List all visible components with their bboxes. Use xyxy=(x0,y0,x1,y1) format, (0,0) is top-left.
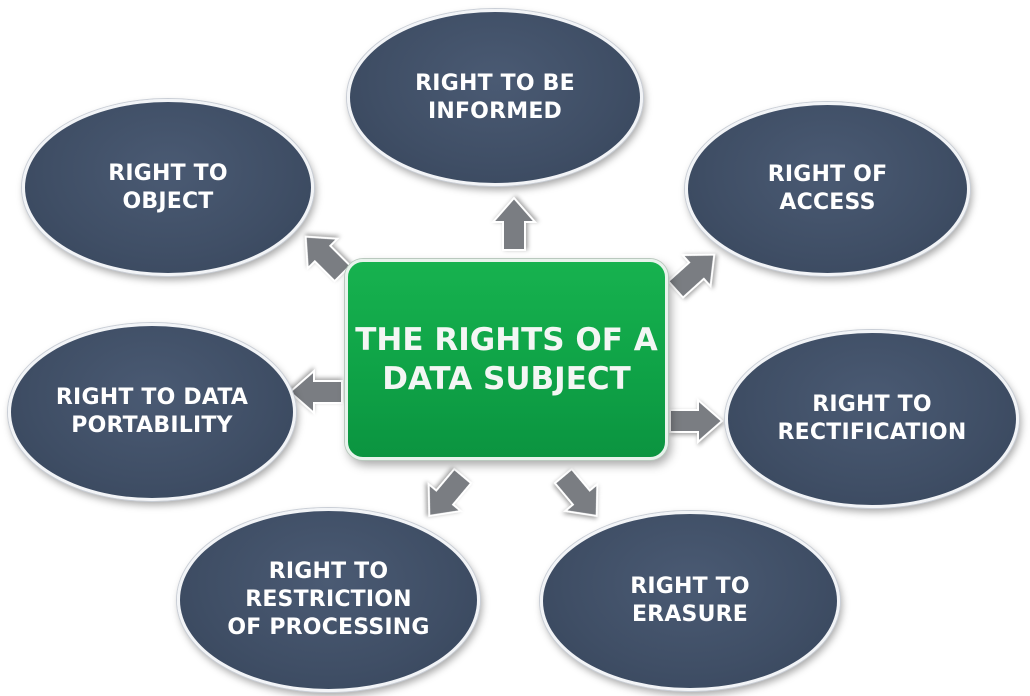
right-to-data-portability-label: RIGHT TO DATA PORTABILITY xyxy=(55,385,249,438)
oval-right-to-data-portability: RIGHT TO DATA PORTABILITY xyxy=(8,323,296,501)
arrow-to-restriction xyxy=(427,467,473,518)
oval-right-of-access: RIGHT OF ACCESS xyxy=(685,102,970,276)
right-to-rectification-label: RIGHT TO RECTIFICATION xyxy=(777,392,967,445)
oval-right-to-erasure: RIGHT TO ERASURE xyxy=(540,511,840,691)
arrow-to-access xyxy=(666,253,716,299)
arrow-to-erasure xyxy=(553,467,599,518)
center-title: THE RIGHTS OF A DATA SUBJECT xyxy=(355,321,658,397)
oval-right-to-be-informed: RIGHT TO BE INFORMED xyxy=(347,9,643,186)
arrow-to-rectification xyxy=(669,397,724,445)
right-to-object-label: RIGHT TO OBJECT xyxy=(108,160,228,214)
arrow-to-object xyxy=(304,235,352,283)
arrow-to-informed xyxy=(490,196,538,251)
arrow-to-portability xyxy=(288,368,343,416)
right-to-erasure-label: RIGHT TO ERASURE xyxy=(630,574,750,627)
oval-right-to-object: RIGHT TO OBJECT xyxy=(22,99,314,276)
right-to-restriction-label: RIGHT TO RESTRICTION OF PROCESSING xyxy=(227,559,430,640)
oval-right-to-restriction: RIGHT TO RESTRICTION OF PROCESSING xyxy=(177,508,480,692)
center-box: THE RIGHTS OF A DATA SUBJECT xyxy=(345,259,668,460)
oval-right-to-rectification: RIGHT TO RECTIFICATION xyxy=(725,330,1019,508)
right-to-be-informed-label: RIGHT TO BE INFORMED xyxy=(415,70,575,124)
right-of-access-label: RIGHT OF ACCESS xyxy=(767,162,888,215)
